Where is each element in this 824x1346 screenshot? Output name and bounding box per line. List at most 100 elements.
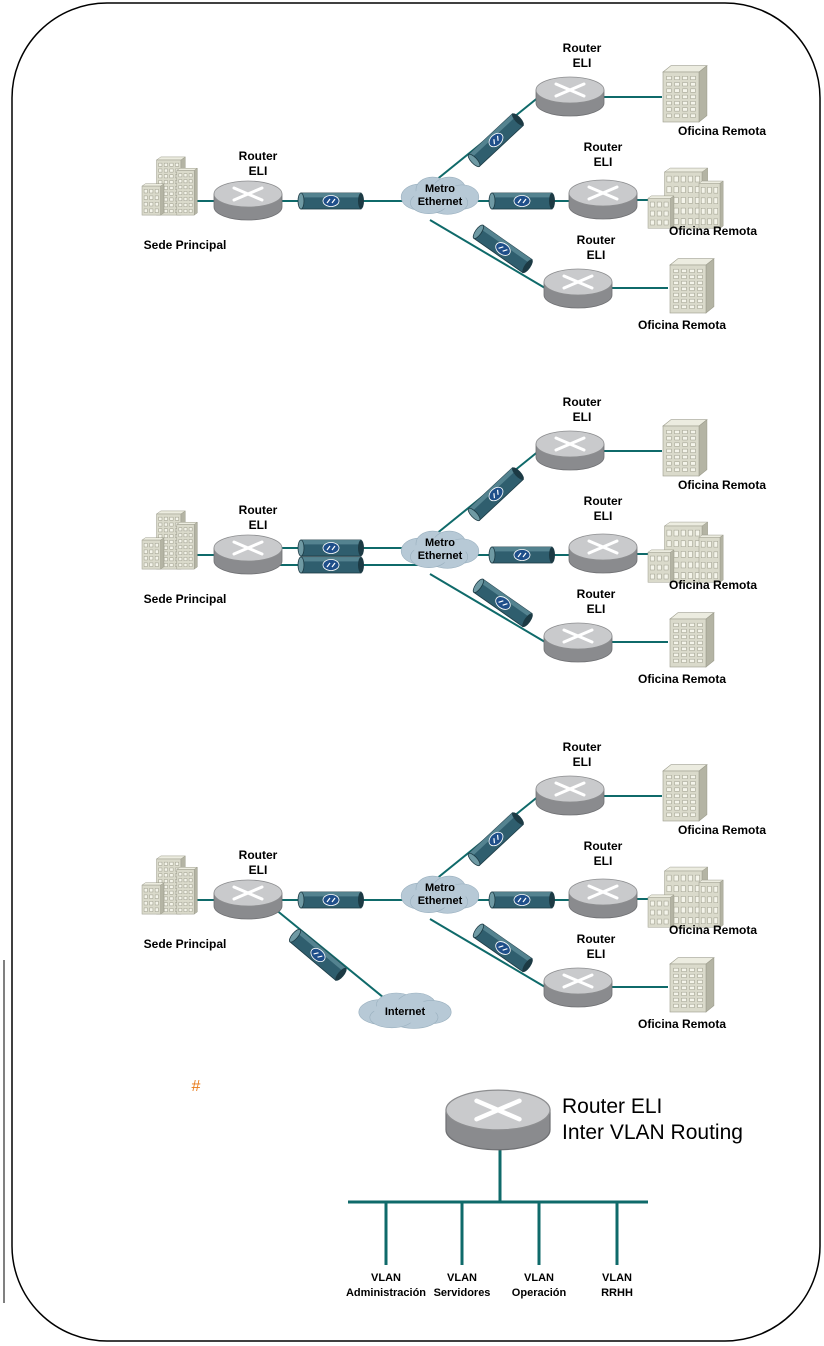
inter-vlan-router-icon [445, 1089, 551, 1151]
remote-router-2-label-eli: ELI [594, 509, 613, 523]
oficina-remota-2-label: Oficina Remota [669, 923, 757, 937]
ethernet-tunnel-icon [488, 546, 555, 564]
remote-router-1-label-eli: ELI [573, 755, 592, 769]
ethernet-tunnel-icon [297, 539, 364, 557]
remote-router-3-label-eli: ELI [587, 947, 606, 961]
ethernet-tunnel-icon [467, 467, 524, 522]
sede-principal-building-icon [141, 156, 199, 216]
remote-router-1-icon [535, 76, 605, 117]
hq-router-label: Router [239, 848, 278, 862]
oficina-remota-1-building-icon [662, 65, 708, 123]
sede-principal-label: Sede Principal [144, 592, 227, 606]
oficina-remota-1-label: Oficina Remota [678, 823, 766, 837]
ethernet-tunnel-icon [472, 923, 533, 973]
remote-router-3-label: Router [577, 587, 616, 601]
remote-router-3-label: Router [577, 932, 616, 946]
remote-router-1-label-eli: ELI [573, 56, 592, 70]
ethernet-tunnel-icon [488, 192, 555, 210]
network-link [429, 573, 546, 643]
oficina-remota-3-label: Oficina Remota [638, 672, 726, 686]
ethernet-tunnel-icon [472, 578, 533, 628]
oficina-remota-2-building-icon [647, 866, 724, 928]
metro-label: Metro [425, 183, 455, 195]
remote-router-2-icon [568, 179, 638, 220]
ethernet-tunnel-icon [297, 192, 364, 210]
metro-label: Metro [425, 882, 455, 894]
ethernet-tunnel-icon [297, 891, 364, 909]
hq-router-icon [213, 534, 283, 575]
remote-router-3-icon [543, 622, 613, 663]
ethernet-label: Ethernet [418, 550, 463, 562]
remote-router-2-icon [568, 878, 638, 919]
ethernet-tunnel-icon [488, 891, 555, 909]
remote-router-2-icon [568, 533, 638, 574]
vlan-operacion-name: Operación [512, 1287, 567, 1299]
metro-ethernet-cloud-icon [400, 875, 480, 914]
remote-router-3-label-eli: ELI [587, 248, 606, 262]
remote-router-1-icon [535, 430, 605, 471]
metro-ethernet-cloud-icon [400, 176, 480, 215]
oficina-remota-2-building-icon [647, 521, 724, 583]
sede-principal-label: Sede Principal [144, 937, 227, 951]
metro-ethernet-cloud-icon [400, 530, 480, 569]
internet-cloud-icon [358, 992, 452, 1029]
ethernet-tunnel-icon [467, 812, 524, 867]
vlan-rrhh-name: RRHH [601, 1287, 633, 1299]
remote-router-3-label-eli: ELI [587, 602, 606, 616]
remote-router-1-label-eli: ELI [573, 410, 592, 424]
hq-router-label-eli: ELI [249, 863, 268, 877]
metro-label: Metro [425, 537, 455, 549]
hash-mark: # [192, 1078, 201, 1095]
hq-router-label-eli: ELI [249, 518, 268, 532]
ethernet-tunnel-icon [297, 556, 364, 574]
oficina-remota-2-label: Oficina Remota [669, 578, 757, 592]
inter-vlan-routing-title: Inter VLAN Routing [562, 1121, 743, 1144]
remote-router-2-label-eli: ELI [594, 854, 613, 868]
sede-principal-building-icon [141, 855, 199, 915]
network-link [429, 918, 546, 988]
remote-router-2-label: Router [584, 839, 623, 853]
ethernet-tunnel-icon [288, 928, 347, 981]
vlan-operacion-label: VLAN [524, 1272, 554, 1284]
oficina-remota-2-building-icon [647, 167, 724, 229]
hq-router-label: Router [239, 149, 278, 163]
sede-principal-building-icon [141, 510, 199, 570]
vlan-servidores-name: Servidores [434, 1287, 491, 1299]
ethernet-tunnel-icon [467, 113, 524, 168]
oficina-remota-3-building-icon [669, 258, 715, 314]
vlan-rrhh-label: VLAN [602, 1272, 632, 1284]
oficina-remota-3-building-icon [669, 957, 715, 1013]
ethernet-tunnel-icon [472, 224, 533, 274]
network-link [429, 219, 546, 289]
remote-router-2-label: Router [584, 494, 623, 508]
oficina-remota-1-label: Oficina Remota [678, 478, 766, 492]
network-link [274, 908, 401, 1012]
remote-router-3-icon [543, 967, 613, 1008]
diagram-frame [11, 2, 821, 1342]
oficina-remota-1-building-icon [662, 764, 708, 822]
hq-router-label: Router [239, 503, 278, 517]
remote-router-2-label-eli: ELI [594, 155, 613, 169]
vlan-administracion-label: VLAN [371, 1272, 401, 1284]
remote-router-3-icon [543, 268, 613, 309]
router-eli-title: Router ELI [562, 1095, 662, 1118]
oficina-remota-3-building-icon [669, 612, 715, 668]
oficina-remota-2-label: Oficina Remota [669, 224, 757, 238]
vlan-administracion-name: Administración [346, 1287, 426, 1299]
remote-router-1-label: Router [563, 395, 602, 409]
internet-label: Internet [385, 1006, 426, 1018]
hq-router-icon [213, 180, 283, 221]
remote-router-1-label: Router [563, 740, 602, 754]
ethernet-label: Ethernet [418, 196, 463, 208]
oficina-remota-1-label: Oficina Remota [678, 124, 766, 138]
hq-router-label-eli: ELI [249, 164, 268, 178]
oficina-remota-3-label: Oficina Remota [638, 1017, 726, 1031]
remote-router-1-icon [535, 775, 605, 816]
ethernet-label: Ethernet [418, 895, 463, 907]
hq-router-icon [213, 879, 283, 920]
sede-principal-label: Sede Principal [144, 238, 227, 252]
remote-router-1-label: Router [563, 41, 602, 55]
oficina-remota-3-label: Oficina Remota [638, 318, 726, 332]
remote-router-2-label: Router [584, 140, 623, 154]
